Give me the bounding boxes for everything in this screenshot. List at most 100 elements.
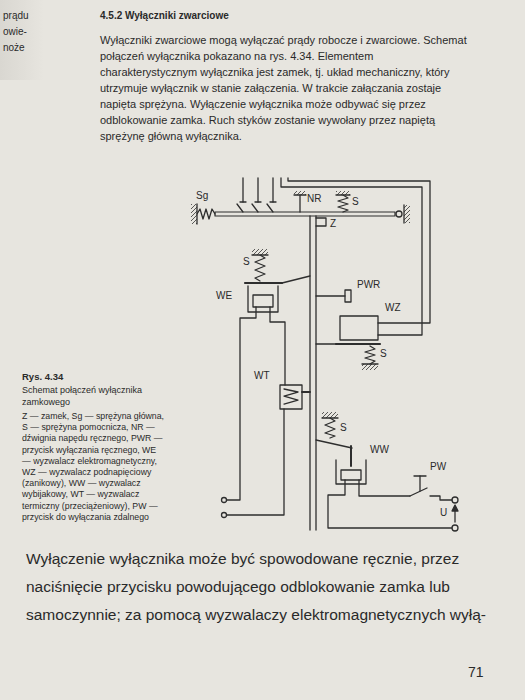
body-paragraph: Wyłączniki zwarciowe mogą wyłączać prądy… — [100, 32, 472, 144]
electromagnetic-release — [252, 249, 268, 255]
part-label: WT — [254, 370, 270, 382]
thermal-release — [284, 389, 298, 404]
electromagnetic-release — [245, 282, 282, 284]
supply-terminals — [452, 505, 458, 511]
contact-bar — [403, 205, 404, 223]
part-label: Sg — [196, 190, 208, 202]
page-fragment: prądu — [3, 10, 29, 22]
supply-terminals — [452, 497, 458, 503]
manual-lever — [299, 195, 300, 212]
supply-terminals — [452, 497, 458, 531]
part-label: NR — [307, 193, 321, 205]
thermal-release — [222, 385, 311, 518]
thermal-release — [222, 513, 227, 518]
thermal-release — [302, 391, 310, 393]
part-label: S — [340, 422, 347, 434]
electromagnetic-release — [248, 286, 278, 312]
part-label: S — [243, 256, 250, 268]
phase-contacts — [240, 201, 246, 202]
remote-trip-button — [430, 496, 452, 500]
page-number: 71 — [468, 664, 484, 681]
section-heading: 4.5.2 Wyłączniki zwarciowe — [100, 10, 229, 22]
shunt-release — [328, 480, 452, 528]
shunt-release — [328, 446, 452, 528]
part-label: PWR — [357, 279, 380, 291]
phase-contacts — [270, 201, 276, 202]
remote-trip-button — [410, 476, 452, 500]
undervoltage-release — [316, 316, 380, 370]
thermal-release — [227, 409, 284, 515]
trip-rod — [315, 216, 316, 530]
figure-number: Rys. 4.34 — [22, 371, 63, 382]
figure-key: Z — zamek, Sg — sprężyna główna, S — spr… — [22, 411, 167, 523]
undervoltage-release — [362, 364, 378, 370]
electromagnetic-release — [222, 498, 227, 503]
part-label: WZ — [385, 302, 401, 314]
page-fragment: owie- — [3, 26, 27, 38]
thermal-release — [280, 385, 302, 409]
remote-trip-button — [410, 488, 427, 496]
phase-contacts — [255, 201, 261, 202]
latch — [316, 218, 326, 226]
shunt-release — [350, 446, 352, 466]
electromagnetic-release — [222, 249, 311, 503]
phase-contacts — [242, 178, 243, 202]
body-paragraph: Wyłączenie wyłącznika może być spowodowa… — [26, 545, 502, 629]
phase-contacts — [257, 178, 258, 202]
part-label: PW — [430, 461, 446, 473]
manual-trip-button — [316, 290, 351, 302]
shunt-release — [359, 480, 410, 496]
phase-contacts — [237, 204, 243, 212]
auxiliary-spring — [322, 412, 338, 418]
phase-contacts — [252, 204, 258, 212]
supply-wire — [288, 178, 430, 323]
manual-trip-button — [345, 290, 351, 302]
contact-bar — [215, 212, 395, 216]
contact-bar — [215, 205, 410, 223]
voltage-label: U — [440, 507, 447, 519]
electromagnetic-release — [227, 307, 256, 500]
shunt-release — [336, 460, 366, 484]
trip-rod — [310, 216, 316, 530]
auxiliary-spring — [316, 440, 352, 448]
figure-title: Schemat połączeń wyłącznika zamkowego — [22, 385, 167, 408]
auxiliary-spring — [336, 191, 350, 212]
phase-contacts — [272, 178, 273, 202]
supply-terminals — [452, 525, 458, 531]
remote-trip-button — [414, 475, 426, 476]
remote-trip-button — [419, 476, 420, 491]
electromagnetic-release — [270, 307, 285, 385]
main-spring — [191, 204, 197, 224]
undervoltage-release — [316, 343, 336, 344]
phase-contacts — [237, 178, 276, 212]
trip-rod — [309, 216, 310, 530]
supply-terminals — [454, 510, 455, 522]
electromagnetic-release — [282, 276, 310, 283]
latch — [316, 218, 326, 226]
undervoltage-release — [336, 343, 380, 345]
phase-contacts — [267, 204, 273, 212]
auxiliary-spring — [325, 418, 335, 438]
undervoltage-release — [365, 346, 375, 364]
page-fragment: noże — [3, 42, 25, 54]
contact-bar — [396, 211, 402, 217]
supply-wire — [281, 178, 430, 335]
undervoltage-release — [340, 316, 378, 340]
part-label: WW — [370, 444, 389, 456]
part-label: WE — [216, 290, 232, 302]
auxiliary-spring — [316, 412, 352, 448]
auxiliary-spring — [338, 195, 348, 212]
contact-bar — [404, 205, 410, 223]
part-label: S — [380, 348, 387, 360]
electromagnetic-release — [253, 295, 273, 307]
undervoltage-release — [362, 363, 378, 364]
manual-lever — [294, 191, 306, 212]
shunt-release — [341, 470, 361, 480]
main-spring — [197, 209, 215, 219]
part-label: Z — [330, 218, 336, 230]
manual-trip-button — [316, 295, 345, 296]
supply-wire — [281, 178, 422, 335]
part-label: S — [352, 196, 359, 208]
main-spring — [191, 204, 215, 224]
